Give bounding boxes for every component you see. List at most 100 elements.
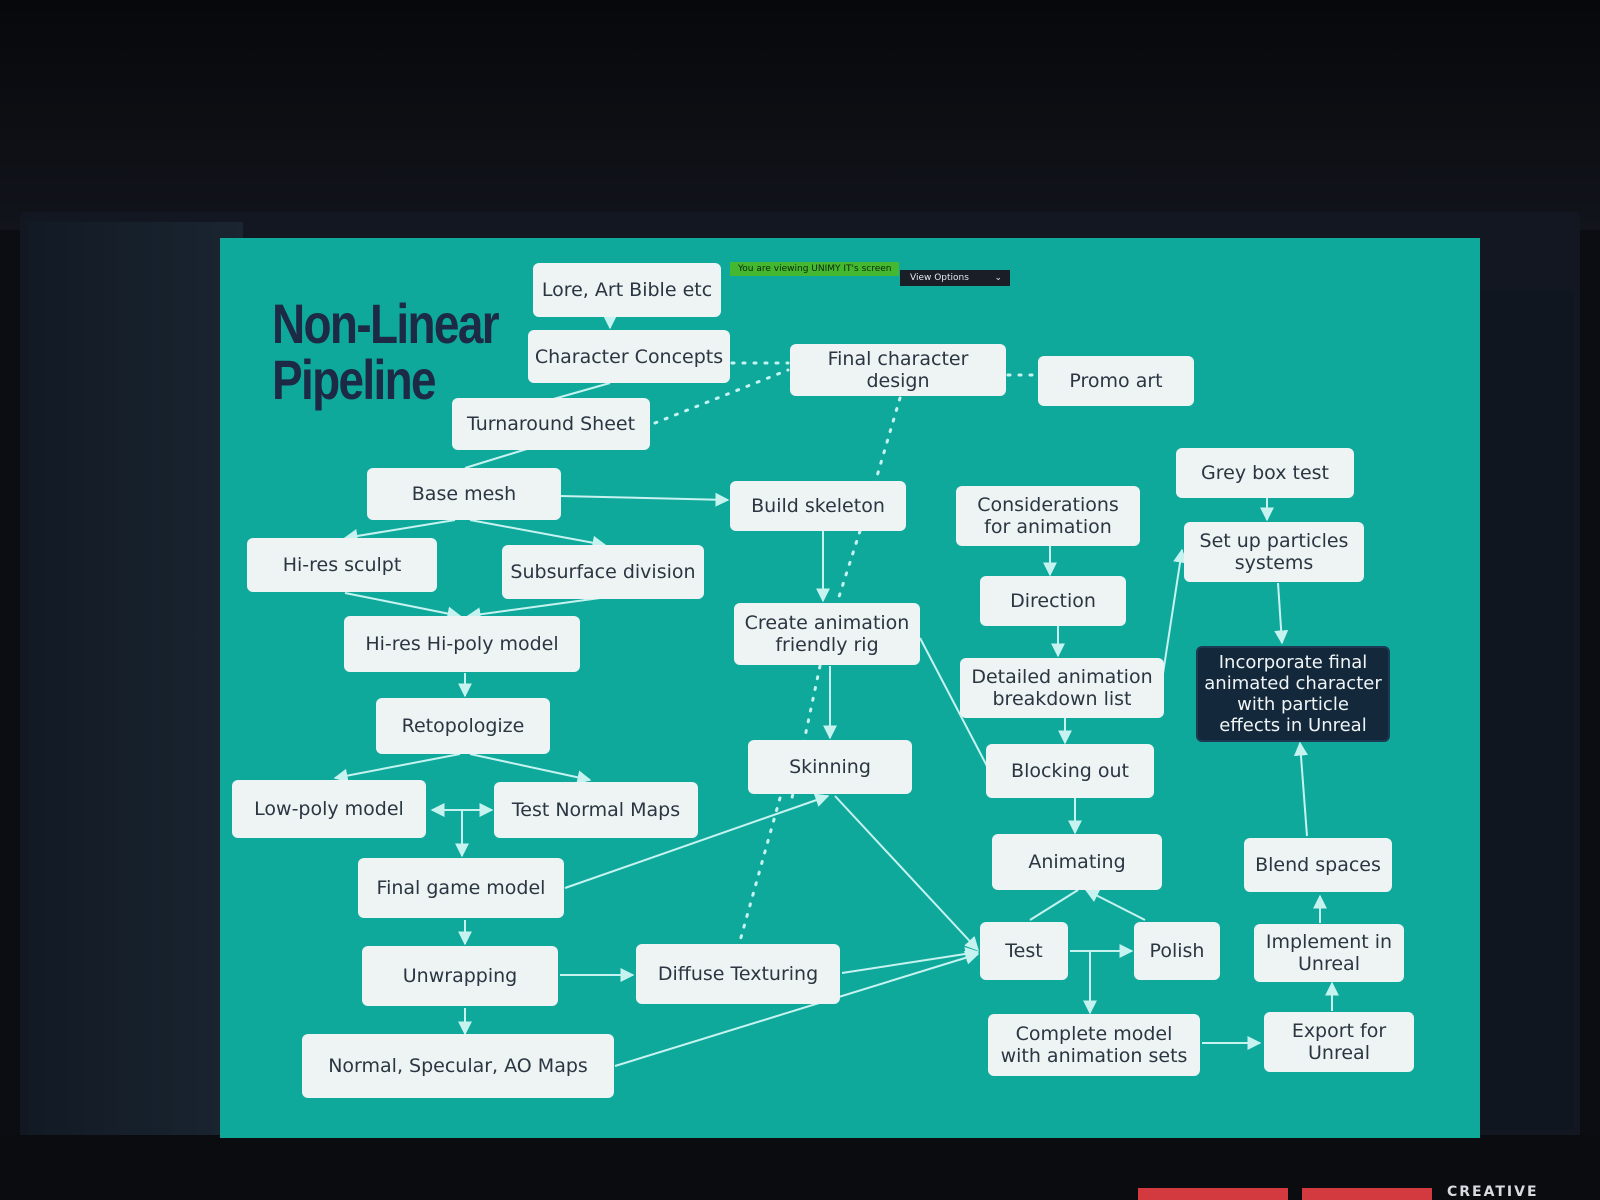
node-label: Grey box test <box>1201 462 1329 484</box>
node-lowpoly-model: Low-poly model <box>232 780 426 838</box>
node-label: Polish <box>1149 940 1205 962</box>
node-label: Incorporate final animated character wit… <box>1204 652 1382 736</box>
node-label: Hi-res sculpt <box>282 554 402 576</box>
node-label: Detailed animation breakdown list <box>971 666 1153 710</box>
edge-animating-test <box>1029 889 1079 921</box>
node-incorporate-final: Incorporate final animated character wit… <box>1196 646 1390 742</box>
node-build-skeleton: Build skeleton <box>730 481 906 531</box>
node-label: Set up particles systems <box>1199 530 1349 574</box>
node-base-mesh: Base mesh <box>367 468 561 520</box>
edge-blend-incorporate <box>1293 741 1308 837</box>
edge-retopo-lowpoly <box>333 753 461 783</box>
node-skinning: Skinning <box>748 740 912 794</box>
title-line-2: Pipeline <box>272 348 437 411</box>
node-final-character-design: Final character design <box>790 344 1006 396</box>
node-label: Promo art <box>1069 370 1163 392</box>
node-unwrapping: Unwrapping <box>362 946 558 1006</box>
node-label: Hi-res Hi-poly model <box>365 633 559 655</box>
node-label: Direction <box>1010 590 1096 612</box>
node-hires-hipoly-model: Hi-res Hi-poly model <box>344 616 580 672</box>
node-label: Character Concepts <box>534 345 724 368</box>
dotted-skeleton-rig <box>835 529 862 605</box>
node-export-unreal: Export for Unreal <box>1264 1012 1414 1072</box>
node-normal-specular-ao-maps: Normal, Specular, AO Maps <box>302 1034 614 1098</box>
node-label: Lore, Art Bible etc <box>541 279 713 301</box>
node-label: Skinning <box>789 756 871 778</box>
node-retopologize: Retopologize <box>376 698 550 754</box>
edge-maps-test <box>614 951 980 1067</box>
node-blocking-out: Blocking out <box>986 744 1154 798</box>
edge-skinning-test <box>834 795 979 952</box>
node-implement-unreal: Implement in Unreal <box>1254 924 1404 982</box>
view-options-button[interactable]: View Options ⌄ <box>900 270 1010 286</box>
node-test-normal-maps: Test Normal Maps <box>494 782 698 838</box>
node-label: Test <box>1005 940 1043 962</box>
edge-turnaround-basemesh <box>464 447 531 469</box>
node-subsurface-division: Subsurface division <box>502 545 704 599</box>
edge-basemesh-skeleton <box>559 492 730 507</box>
node-blend-spaces: Blend spaces <box>1244 838 1392 892</box>
chevron-down-icon: ⌄ <box>994 273 1002 283</box>
node-label: Base mesh <box>411 483 517 505</box>
dotted-skinning-diffuse <box>738 796 782 943</box>
edge-finalgame-skinning <box>564 793 830 889</box>
node-label: Low-poly model <box>254 798 404 820</box>
node-label: Considerations for animation <box>977 494 1119 538</box>
dotted-turnaround-finaldesign <box>653 368 790 425</box>
node-character-concepts: Character Concepts <box>528 330 730 383</box>
edge-subsurface-hipoly <box>466 597 601 622</box>
node-lore: Lore, Art Bible etc <box>533 263 721 317</box>
edge-retopo-testnormals <box>469 753 592 785</box>
node-label: Diffuse Texturing <box>657 963 819 985</box>
edge-particles-incorporate <box>1274 582 1289 645</box>
node-animation-rig: Create animation friendly rig <box>734 603 920 665</box>
node-considerations: Considerations for animation <box>956 486 1140 546</box>
node-hires-sculpt: Hi-res sculpt <box>247 538 437 592</box>
edge-polish-animating <box>1084 889 1146 921</box>
node-label: Normal, Specular, AO Maps <box>328 1055 588 1077</box>
node-polish: Polish <box>1134 922 1220 980</box>
corner-label: CREATIVE <box>1447 1184 1539 1200</box>
node-diffuse-texturing: Diffuse Texturing <box>636 944 840 1004</box>
edge-sculpt-hipoly <box>344 592 462 621</box>
edge-diffuse-test <box>841 947 980 974</box>
node-label: Blocking out <box>1011 760 1129 782</box>
node-label: Unwrapping <box>402 965 518 987</box>
node-label: Subsurface division <box>510 561 696 583</box>
red-tab <box>1138 1188 1288 1200</box>
monitor-left-panel <box>28 222 243 1137</box>
node-label: Animating <box>1028 851 1126 873</box>
node-label: Export for Unreal <box>1291 1020 1387 1064</box>
node-animating: Animating <box>992 834 1162 890</box>
room-background <box>0 0 1600 230</box>
node-label: Turnaround Sheet <box>466 413 636 435</box>
node-label: Final game model <box>376 877 546 899</box>
node-particle-systems: Set up particles systems <box>1184 522 1364 582</box>
node-grey-box-test: Grey box test <box>1176 448 1354 498</box>
edge-rig-blocking <box>919 637 989 769</box>
slide-title: Non-Linear Pipeline <box>272 292 500 411</box>
node-label: Retopologize <box>401 715 525 737</box>
edge-basemesh-subsurface <box>469 519 607 550</box>
slide: Non-Linear Pipeline You are viewing UNIM… <box>220 238 1480 1138</box>
node-complete-model: Complete model with animation sets <box>988 1014 1200 1076</box>
node-animation-breakdown: Detailed animation breakdown list <box>960 658 1164 718</box>
dotted-finaldesign-skeleton <box>873 396 902 485</box>
edge-concepts-turnaround <box>549 382 611 401</box>
node-label: Test Normal Maps <box>511 799 681 821</box>
node-turnaround-sheet: Turnaround Sheet <box>452 398 650 450</box>
view-options-label: View Options <box>910 273 969 283</box>
node-label: Implement in Unreal <box>1265 931 1393 975</box>
node-label: Final character design <box>827 348 969 392</box>
title-line-1: Non-Linear <box>272 292 500 355</box>
node-label: Blend spaces <box>1255 854 1381 876</box>
node-test: Test <box>980 922 1068 980</box>
node-final-game-model: Final game model <box>358 858 564 918</box>
screen-share-banner: You are viewing UNIMY IT's screen <box>730 262 900 276</box>
monitor-right-panel <box>1468 290 1573 1130</box>
node-label: Build skeleton <box>751 495 885 517</box>
node-promo-art: Promo art <box>1038 356 1194 406</box>
node-label: Create animation friendly rig <box>744 612 910 656</box>
node-label: Complete model with animation sets <box>1000 1023 1188 1067</box>
edge-layer <box>333 315 1339 1067</box>
